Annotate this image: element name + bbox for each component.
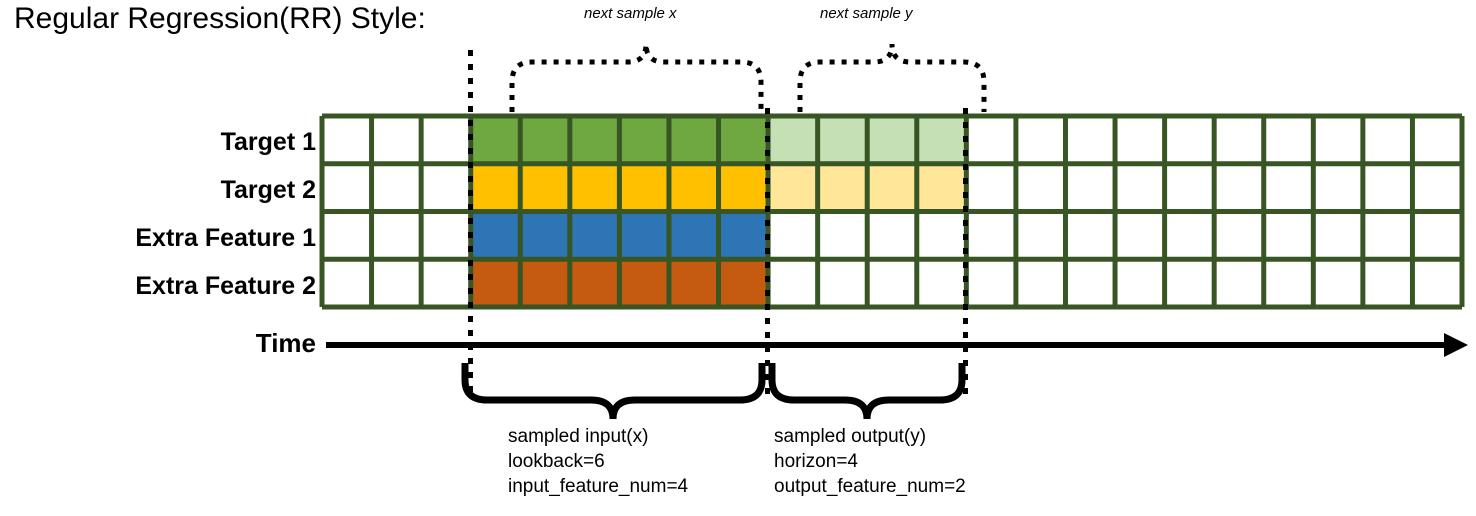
grid-cell — [718, 163, 769, 212]
grid-cell — [668, 163, 719, 212]
top-brace-group — [509, 43, 987, 112]
grid-cell — [867, 116, 917, 164]
grid-cell — [718, 259, 769, 307]
grid-cell — [867, 163, 917, 212]
timeline-grid — [319, 113, 1465, 310]
sampled-output-line-1: sampled output(y) — [774, 426, 927, 447]
next-sample-y-caption: next sample y — [820, 5, 913, 22]
grid-cell — [668, 211, 719, 260]
grid-cell — [619, 259, 669, 307]
page-title: Regular Regression(RR) Style: — [14, 2, 426, 35]
grid-cell — [569, 259, 620, 307]
grid-cell — [916, 163, 967, 212]
grid-cell — [520, 259, 570, 307]
grid-cell — [569, 116, 620, 164]
sampled-input-line-1: sampled input(x) — [508, 426, 649, 447]
row-label-target-2: Target 2 — [220, 176, 316, 204]
grid-cell — [520, 116, 570, 164]
sampled-output-caption: sampled output(y) horizon=4 output_featu… — [774, 424, 966, 499]
time-axis-label: Time — [255, 328, 316, 358]
sample-boundary-guides — [468, 50, 968, 398]
grid-cell — [817, 116, 868, 164]
grid-cell — [470, 116, 521, 164]
time-axis — [326, 333, 1468, 357]
sampled-input-line-2: lookback=6 — [508, 451, 605, 473]
grid-cell — [470, 259, 521, 307]
grid-cell — [768, 116, 818, 164]
grid-cell — [619, 163, 669, 212]
sampled-output-line-2: horizon=4 — [774, 451, 858, 473]
grid-cell — [520, 211, 570, 260]
grid-cell — [768, 163, 818, 212]
grid-cell — [668, 259, 719, 307]
bottom-brace-group — [461, 363, 966, 420]
grid-cell — [569, 211, 620, 260]
time-axis-arrowhead — [1444, 333, 1468, 357]
grid-cell — [718, 211, 769, 260]
row-label-extra-feature-1: Extra Feature 1 — [135, 224, 316, 252]
next-sample-x-brace — [509, 43, 764, 112]
grid-lines — [319, 113, 1465, 310]
sampled-input-line-3: input_feature_num=4 — [508, 476, 689, 498]
next-sample-x-caption: next sample x — [584, 5, 677, 22]
sampled-output-brace — [768, 363, 966, 420]
next-sample-y-brace — [797, 43, 987, 112]
grid-cell — [470, 163, 521, 212]
grid-cell — [619, 116, 669, 164]
grid-cell — [569, 163, 620, 212]
grid-cell — [619, 211, 669, 260]
grid-cell — [718, 116, 769, 164]
row-label-extra-feature-2: Extra Feature 2 — [135, 272, 316, 300]
grid-cell — [668, 116, 719, 164]
grid-cell — [817, 163, 868, 212]
grid-cell — [470, 211, 521, 260]
row-label-target-1: Target 1 — [220, 128, 316, 156]
grid-cell — [916, 116, 967, 164]
sampled-input-caption: sampled input(x) lookback=6 input_featur… — [508, 424, 688, 499]
sampled-output-line-3: output_feature_num=2 — [774, 476, 966, 498]
sampled-input-brace — [461, 363, 766, 420]
grid-cell — [520, 163, 570, 212]
